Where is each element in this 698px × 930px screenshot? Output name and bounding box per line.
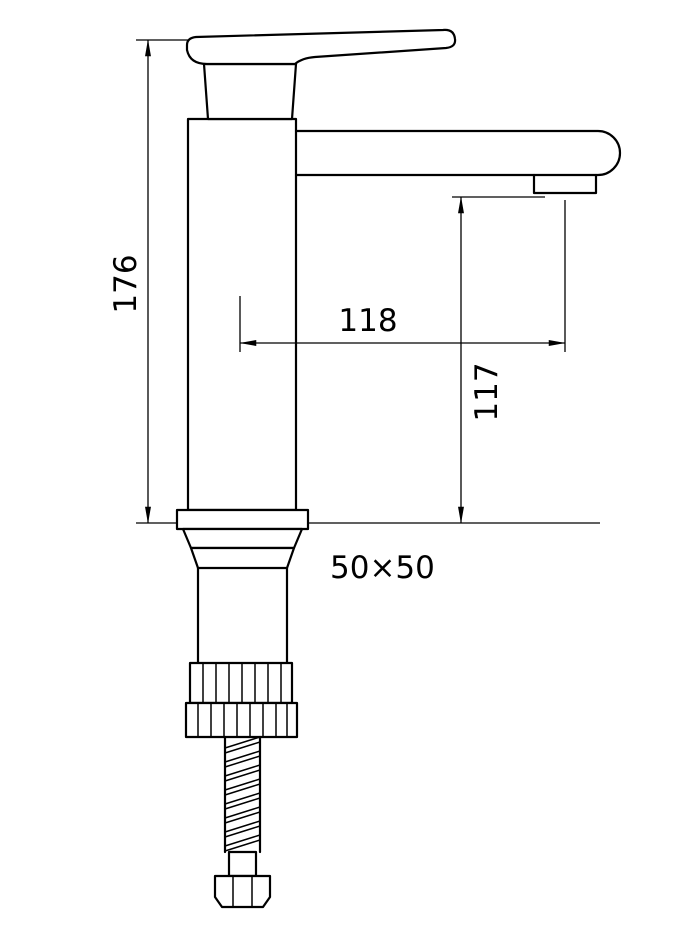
base-locknut-upper — [181, 527, 304, 550]
mounting-nut — [184, 661, 299, 739]
hose-end-fitting — [213, 850, 272, 909]
faucet-outline — [175, 28, 622, 909]
faucet-body — [186, 117, 298, 512]
hose-hex-nut — [213, 874, 272, 909]
base-size-label: 50×50 — [330, 550, 435, 586]
aerator-outlet — [532, 173, 598, 195]
mounting-nut-bottom-splines — [197, 703, 288, 737]
hose-ferrule — [227, 850, 258, 878]
hose-hex-nut-flats — [232, 875, 253, 908]
mounting-nut-top-splines — [202, 663, 282, 703]
base-flange — [175, 508, 310, 531]
handle-base — [202, 62, 298, 121]
spout — [294, 129, 622, 177]
mounting-nut-bottom — [184, 701, 299, 739]
dim-height: 176 — [108, 39, 600, 524]
shank — [196, 566, 289, 665]
dim-outlet-label: 117 — [469, 362, 505, 421]
handle-lever — [185, 28, 457, 66]
dimension-annotations: 176 118 117 50×50 — [108, 39, 600, 586]
supply-hose — [223, 735, 262, 854]
dim-height-label: 176 — [108, 254, 144, 313]
dim-reach: 118 — [239, 200, 566, 352]
dim-reach-label: 118 — [338, 303, 397, 339]
dim-outlet-height: 117 — [452, 196, 545, 524]
mounting-nut-top — [188, 661, 294, 705]
base-locknut-lower — [189, 546, 296, 570]
hose-braid-pattern — [224, 736, 261, 852]
